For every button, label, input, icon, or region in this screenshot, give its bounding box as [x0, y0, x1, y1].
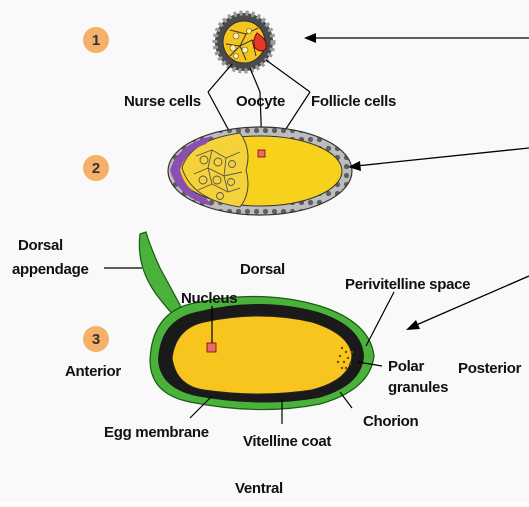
label-dorsal-appendage-line1: Dorsal — [18, 237, 63, 254]
label-anterior: Anterior — [65, 363, 121, 380]
label-polar-granules-line1: Polar — [388, 358, 424, 375]
label-ventral: Ventral — [235, 480, 283, 497]
label-chorion: Chorion — [363, 413, 419, 430]
label-vitelline-coat: Vitelline coat — [243, 433, 331, 450]
stage-2-egg-chamber — [168, 127, 352, 215]
label-nurse-cells: Nurse cells — [124, 93, 201, 110]
stage-3-mature-egg — [139, 232, 374, 410]
label-egg-membrane: Egg membrane — [104, 424, 209, 441]
stage-1-arrowhead — [304, 33, 316, 43]
stage-1-egg-chamber — [215, 13, 273, 71]
stage-3-arrowhead — [406, 320, 420, 330]
stage-3-number: 3 — [92, 331, 100, 348]
stage-1-badge: 1 — [83, 27, 109, 53]
label-polar-granules-line2: granules — [388, 379, 448, 396]
label-oocyte: Oocyte — [236, 93, 285, 110]
egg-nucleus — [207, 343, 216, 352]
label-dorsal: Dorsal — [240, 261, 285, 278]
egg-yolk — [172, 316, 352, 394]
stage-2-number: 2 — [92, 160, 100, 177]
label-perivitelline-space: Perivitelline space — [345, 276, 470, 293]
stage-2-badge: 2 — [83, 155, 109, 181]
label-dorsal-appendage-line2: appendage — [12, 261, 88, 278]
label-posterior: Posterior — [458, 360, 522, 377]
stage-2-oocyte-nucleus — [258, 150, 265, 157]
label-nucleus: Nucleus — [181, 290, 237, 307]
stage-1-number: 1 — [92, 32, 100, 49]
label-follicle-cells: Follicle cells — [311, 93, 396, 110]
stage-3-badge: 3 — [83, 326, 109, 352]
stage-2-arrow-line — [356, 148, 529, 166]
